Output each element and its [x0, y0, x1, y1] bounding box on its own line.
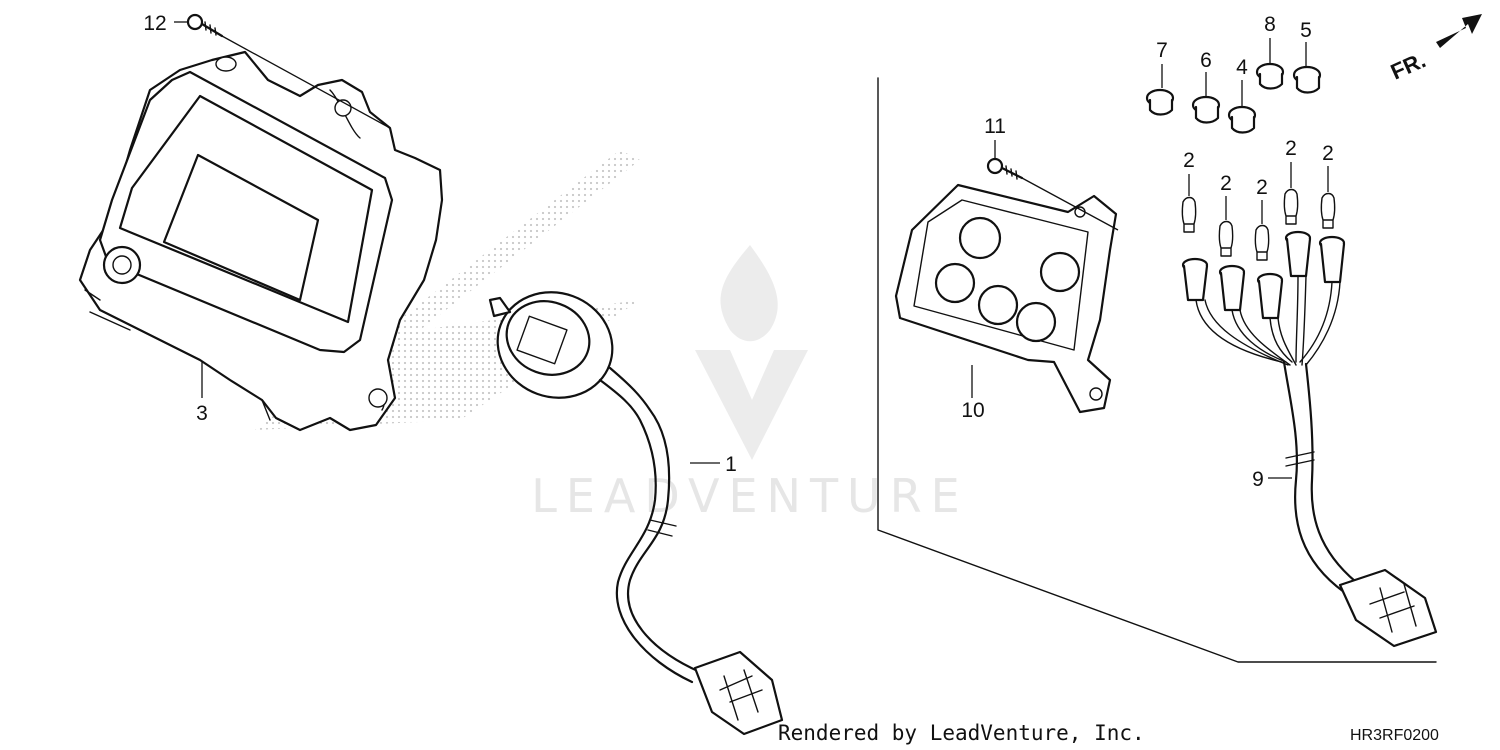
screw-head-icon: [986, 157, 1004, 175]
callout-10: 10: [961, 399, 984, 422]
harness-socket: [1284, 230, 1312, 278]
harness-socket: [1256, 272, 1284, 320]
part-bulb-harness: [1181, 230, 1438, 648]
front-direction-marker: FR.: [1387, 14, 1482, 85]
indicator-socket-icon: [934, 262, 976, 304]
part-main-harness: [488, 291, 784, 736]
callout-3: 3: [196, 402, 208, 425]
callout-2: 2: [1256, 176, 1268, 199]
bulb-icon: [1181, 196, 1197, 233]
harness-socket: [1318, 235, 1346, 284]
indicator-socket-icon: [1039, 251, 1081, 293]
callout-9: 9: [1252, 468, 1264, 491]
screw-head-icon: [186, 13, 204, 31]
callout-11: 11: [984, 115, 1006, 138]
indicator-socket-icon: [958, 216, 1002, 260]
bulb-socket-4: [1227, 105, 1257, 134]
subassembly-frame: [877, 77, 1437, 663]
callout-2: 2: [1322, 142, 1334, 165]
leader-lines: [174, 21, 1329, 398]
part-indicator-panel: [894, 183, 1118, 414]
callout-12: 12: [143, 12, 166, 35]
bulb-socket-7: [1145, 88, 1175, 116]
callout-labels: 12 3 1 11 10 7 6 4 8 5 2 2 2 2 2 9: [143, 12, 1334, 491]
front-arrow-icon: [1436, 14, 1482, 48]
bulb-socket-6: [1191, 95, 1221, 124]
part-bulb-sockets: [1145, 62, 1322, 134]
bulb-socket-8: [1255, 62, 1285, 90]
callout-6: 6: [1200, 49, 1212, 72]
bulb-icon: [1254, 224, 1270, 261]
bulb-icon: [1283, 188, 1299, 225]
bulb-icon: [1320, 192, 1336, 229]
callout-7: 7: [1156, 39, 1168, 62]
callout-2: 2: [1220, 172, 1232, 195]
watermark-v-icon: [695, 350, 808, 460]
callout-2: 2: [1285, 137, 1297, 160]
harness-socket: [1181, 257, 1209, 302]
callout-1: 1: [725, 453, 737, 476]
part-screw-11: [986, 157, 1119, 231]
callout-8: 8: [1264, 13, 1276, 36]
indicator-socket-icon: [977, 284, 1019, 326]
callout-4: 4: [1236, 56, 1248, 79]
part-meter-assembly: [78, 50, 444, 432]
bulb-icon: [1218, 220, 1234, 257]
part-bulbs: [1181, 188, 1336, 261]
bulb-socket-5: [1292, 65, 1322, 94]
callout-5: 5: [1300, 19, 1312, 42]
render-credit: Rendered by LeadVenture, Inc.: [778, 721, 1145, 745]
callout-2: 2: [1183, 149, 1195, 172]
front-label: FR.: [1387, 47, 1430, 84]
watermark-brand: LEADVENTURE: [531, 469, 969, 523]
indicator-socket-icon: [1015, 301, 1057, 343]
watermark-flame-icon: [720, 245, 778, 342]
part-screw-12: [186, 13, 391, 129]
bulb-harness-connector: [1338, 568, 1438, 648]
harness-socket: [1218, 264, 1246, 312]
main-harness-connector: [693, 650, 784, 736]
diagram-code: HR3RF0200: [1350, 727, 1439, 744]
